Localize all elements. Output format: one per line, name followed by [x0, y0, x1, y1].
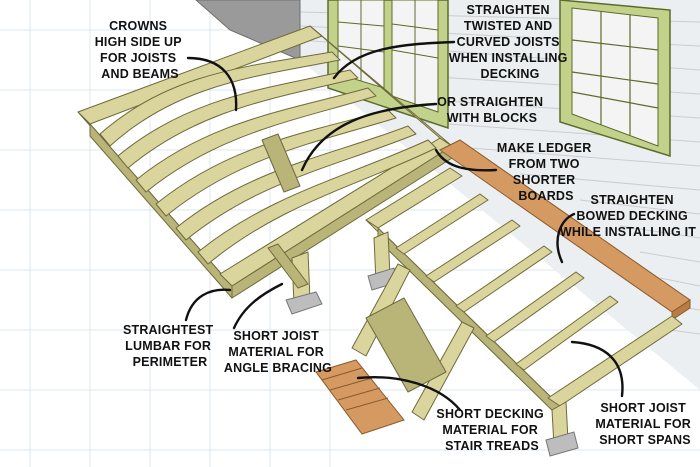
ledger-board: [439, 139, 691, 321]
stair-assembly: [315, 263, 475, 435]
leader-lines: [184, 40, 624, 412]
leader-straightest-lumbar: [184, 288, 232, 322]
callout-straighten-twisted: STRAIGHTEN TWISTED AND CURVED JOISTS WHE…: [449, 3, 571, 81]
callout-bowed-decking: STRAIGHTEN BOWED DECKING WHILE INSTALLIN…: [560, 193, 696, 239]
callout-short-spans: SHORT JOIST MATERIAL FOR SHORT SPANS: [595, 401, 694, 447]
callout-ledger: MAKE LEDGER FROM TWO SHORTER BOARDS: [497, 141, 595, 203]
upper-deck-frame: [77, 25, 453, 315]
callout-stair-treads: SHORT DECKING MATERIAL FOR STAIR TREADS: [436, 407, 547, 453]
callout-straighten-blocks: OR STRAIGHTEN WITH BLOCKS: [437, 95, 547, 125]
leader-bowed-decking: [556, 212, 576, 264]
leader-crowns: [186, 56, 238, 112]
leader-ledger: [434, 148, 498, 172]
callout-straightest-lumbar: STRAIGHTEST LUMBAR FOR PERIMETER: [123, 323, 217, 369]
leader-short-spans: [570, 340, 624, 398]
leader-stair-treads: [356, 376, 462, 412]
leader-straighten-twisted: [332, 40, 456, 80]
leader-straighten-blocks: [300, 102, 438, 172]
house-window: [559, 0, 671, 158]
leader-angle-bracing: [232, 282, 284, 330]
callout-angle-bracing: SHORT JOIST MATERIAL FOR ANGLE BRACING: [224, 329, 332, 375]
callout-crowns: CROWNS HIGH SIDE UP FOR JOISTS AND BEAMS: [95, 19, 186, 81]
